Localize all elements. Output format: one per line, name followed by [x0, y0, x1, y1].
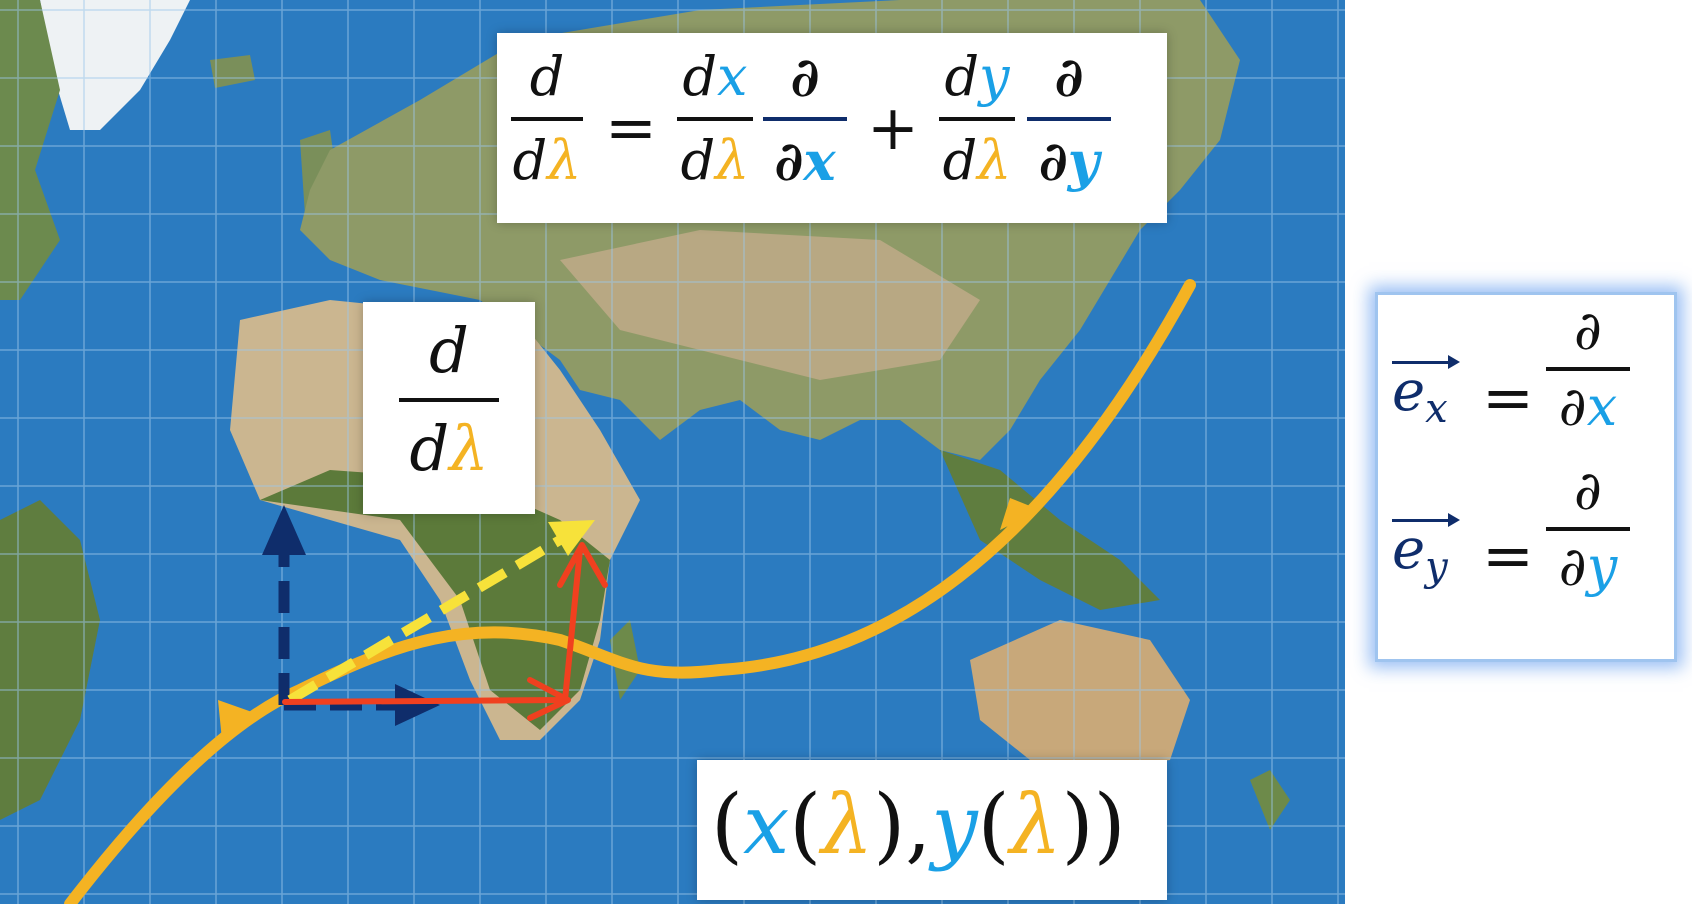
- t1-den-lambda: λ: [715, 129, 750, 192]
- small-den-d: d: [409, 412, 450, 485]
- coord-lambda-x: λ: [821, 778, 874, 873]
- ey-num: ∂: [1574, 459, 1602, 522]
- small-den-lambda: λ: [449, 412, 489, 485]
- t1-den-d: d: [680, 129, 716, 192]
- tangent-vector: [287, 535, 563, 705]
- partial-y-fraction: ∂ ∂y: [1027, 47, 1111, 191]
- plus-sign: +: [867, 91, 919, 164]
- ey-den-y: y: [1586, 535, 1618, 598]
- small-num: d: [429, 314, 469, 387]
- tangent-arrowhead: [548, 520, 595, 556]
- south-america: [0, 500, 100, 820]
- t1-num-d: d: [682, 45, 718, 108]
- open-outer-paren: (: [711, 778, 743, 873]
- t2-partial-num: ∂: [1054, 45, 1084, 109]
- t1-partial-den-sym: ∂: [774, 129, 804, 193]
- d-dlambda-operator: d dλ: [363, 302, 535, 514]
- vector-arrow-icon: [1448, 355, 1460, 369]
- partial-x-basis: ∂ ∂x: [1546, 301, 1630, 437]
- ey-sub: y: [1425, 544, 1448, 591]
- t1-partial-num: ∂: [790, 45, 820, 109]
- asia-highlands: [560, 230, 980, 380]
- close-outer-paren: ): [1093, 778, 1126, 873]
- ey-equals: =: [1482, 519, 1534, 592]
- t2-num-y: y: [979, 45, 1010, 108]
- dy-dlambda-fraction: dy dλ: [939, 47, 1015, 191]
- lhs-den-d: d: [512, 129, 548, 192]
- africa-green: [260, 470, 610, 730]
- t1-num-x: x: [717, 45, 748, 108]
- path-curve: [64, 279, 1196, 904]
- lhs-den-lambda: λ: [547, 129, 582, 192]
- curve-parametrization: (x(λ),y(λ)): [697, 760, 1167, 900]
- partial-x-fraction: ∂ ∂x: [763, 47, 847, 191]
- basis-vector-definitions: ex = ∂ ∂x ey = ∂ ∂y: [1375, 292, 1677, 662]
- dx-dlambda-fraction: dx dλ: [677, 47, 753, 191]
- ex-den-x: x: [1586, 375, 1618, 438]
- coord-x: x: [743, 778, 790, 873]
- partial-y-basis: ∂ ∂y: [1546, 461, 1630, 597]
- ex-equals: =: [1482, 361, 1534, 434]
- new-zealand: [1250, 770, 1290, 830]
- t2-num-d: d: [944, 45, 980, 108]
- comma: ,: [905, 778, 932, 873]
- southeast-asia: [940, 450, 1160, 610]
- curve-arrow-upper: [1000, 498, 1040, 530]
- coord-y: y: [931, 778, 978, 873]
- equals-sign: =: [605, 91, 657, 164]
- coord-lambda-y: λ: [1009, 778, 1062, 873]
- ey-den-sym: ∂: [1558, 535, 1587, 598]
- ex-sub: x: [1425, 386, 1448, 433]
- t2-den-d: d: [942, 129, 978, 192]
- close-x-paren: ): [873, 778, 906, 873]
- open-x-paren: (: [789, 778, 822, 873]
- vector-arrow-icon: [1448, 513, 1460, 527]
- ex-vector: ex: [1392, 355, 1460, 433]
- t1-partial-den-x: x: [803, 129, 836, 193]
- ex-den-sym: ∂: [1558, 375, 1587, 438]
- ey-base: e: [1392, 517, 1426, 582]
- ey-vector: ey: [1392, 513, 1460, 591]
- australia: [970, 620, 1190, 770]
- north-america-edge: [0, 0, 60, 300]
- ey-basis-arrowhead: [262, 505, 306, 555]
- lhs-num: d: [529, 45, 565, 108]
- curve-arrow-lower: [218, 700, 252, 740]
- lhs-fraction: d dλ: [511, 47, 583, 191]
- greenland: [40, 0, 190, 130]
- directional-derivative-equation: d dλ = dx dλ ∂ ∂x + dy dλ ∂ ∂y: [497, 33, 1167, 223]
- ex-base: e: [1392, 359, 1426, 424]
- t2-den-lambda: λ: [977, 129, 1012, 192]
- ex-num: ∂: [1574, 299, 1602, 362]
- iceland-uk: [210, 55, 340, 215]
- open-y-paren: (: [977, 778, 1010, 873]
- red-vertical-arrow: [557, 542, 608, 703]
- t2-partial-den-y: y: [1067, 129, 1100, 193]
- t2-partial-den-sym: ∂: [1038, 129, 1068, 193]
- close-y-paren: ): [1061, 778, 1094, 873]
- ex-basis-arrowhead: [395, 684, 440, 726]
